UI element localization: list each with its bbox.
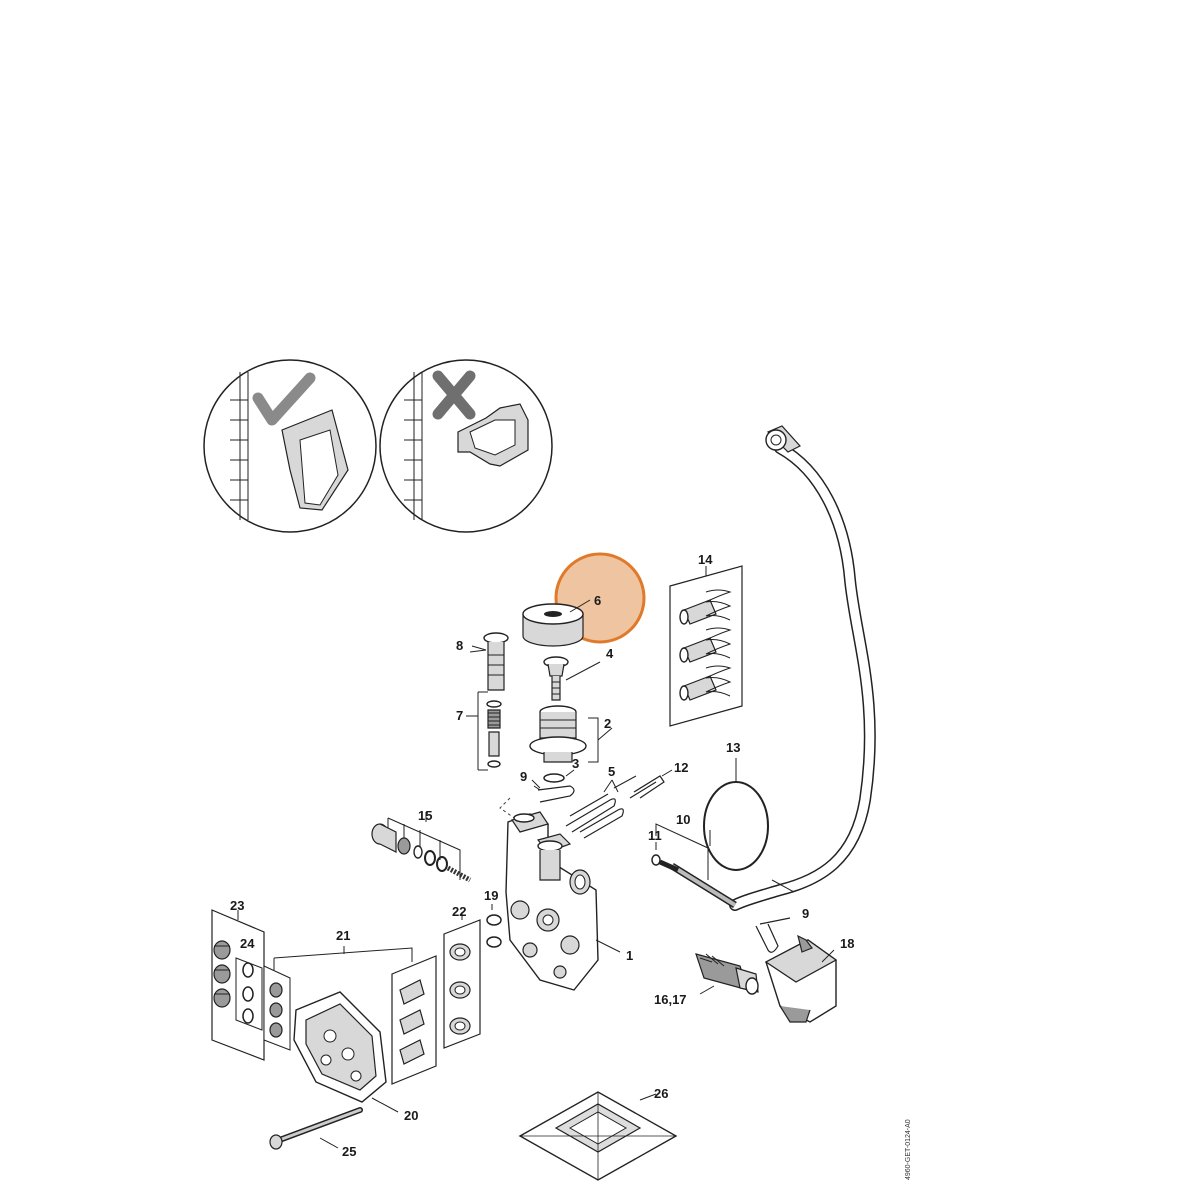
label-part-4: 4 bbox=[606, 646, 614, 661]
part-25-bolt bbox=[269, 1107, 363, 1150]
label-part-5: 5 bbox=[608, 764, 615, 779]
part-12-clip bbox=[629, 775, 665, 799]
part-3-oring bbox=[543, 773, 565, 783]
check-icon bbox=[252, 372, 316, 426]
part-1-pump-head bbox=[499, 797, 621, 991]
label-part-26: 26 bbox=[654, 1086, 668, 1101]
label-part-22: 22 bbox=[452, 904, 466, 919]
label-part-19: 19 bbox=[484, 888, 498, 903]
inset-correct bbox=[203, 359, 377, 533]
label-part-15: 15 bbox=[418, 808, 432, 823]
label-part-2: 2 bbox=[604, 716, 611, 731]
label-part-8: 8 bbox=[456, 638, 463, 653]
part-18-pressure-switch bbox=[764, 934, 838, 1023]
part-5-pins bbox=[565, 779, 624, 839]
label-part-23: 23 bbox=[230, 898, 244, 913]
part-2-fitting bbox=[529, 705, 613, 763]
part-8-valve bbox=[471, 632, 509, 691]
part-22-valve-set bbox=[443, 912, 481, 1049]
label-part-1: 1 bbox=[626, 948, 633, 963]
part-20-cylinder-head bbox=[293, 991, 399, 1113]
hose bbox=[658, 425, 876, 911]
part-21-inner-set bbox=[269, 982, 283, 1038]
inset-incorrect bbox=[379, 359, 553, 533]
label-part-9-lower: 9 bbox=[802, 906, 809, 921]
part-9-clip-upper bbox=[537, 785, 575, 803]
part-26-gasket-kit bbox=[518, 1091, 678, 1181]
label-part-16-17: 16,17 bbox=[654, 992, 687, 1007]
label-part-7: 7 bbox=[456, 708, 463, 723]
part-24-orings bbox=[235, 957, 263, 1031]
part-11-oring bbox=[651, 854, 661, 866]
part-7-valve-stack bbox=[466, 691, 502, 771]
part-19-orings bbox=[486, 904, 502, 948]
cross-icon bbox=[432, 370, 476, 420]
part-13-oring bbox=[703, 781, 769, 871]
label-part-11: 11 bbox=[648, 828, 662, 843]
label-part-18: 18 bbox=[840, 936, 854, 951]
label-part-25: 25 bbox=[342, 1144, 356, 1159]
label-part-21: 21 bbox=[336, 928, 350, 943]
label-part-6: 6 bbox=[594, 593, 601, 608]
label-part-12: 12 bbox=[674, 760, 688, 775]
label-part-20: 20 bbox=[404, 1108, 418, 1123]
label-part-14: 14 bbox=[698, 552, 713, 567]
label-part-3: 3 bbox=[572, 756, 579, 771]
part-4-screw bbox=[543, 656, 601, 701]
part-6-cap bbox=[522, 599, 591, 647]
part-16-17-valve bbox=[695, 953, 759, 995]
label-part-24: 24 bbox=[240, 936, 255, 951]
label-part-9-upper: 9 bbox=[520, 769, 527, 784]
part-9-clip-lower bbox=[755, 917, 791, 953]
part-23-seal-set bbox=[211, 909, 265, 1061]
part-15-valve-set bbox=[371, 812, 472, 883]
drawing-code: 4960-GET-0124-A0 bbox=[905, 1119, 912, 1180]
part-14-bellows-set bbox=[669, 565, 743, 727]
label-part-13: 13 bbox=[726, 740, 740, 755]
part-21-cone-set bbox=[391, 955, 437, 1085]
label-part-10: 10 bbox=[676, 812, 690, 827]
